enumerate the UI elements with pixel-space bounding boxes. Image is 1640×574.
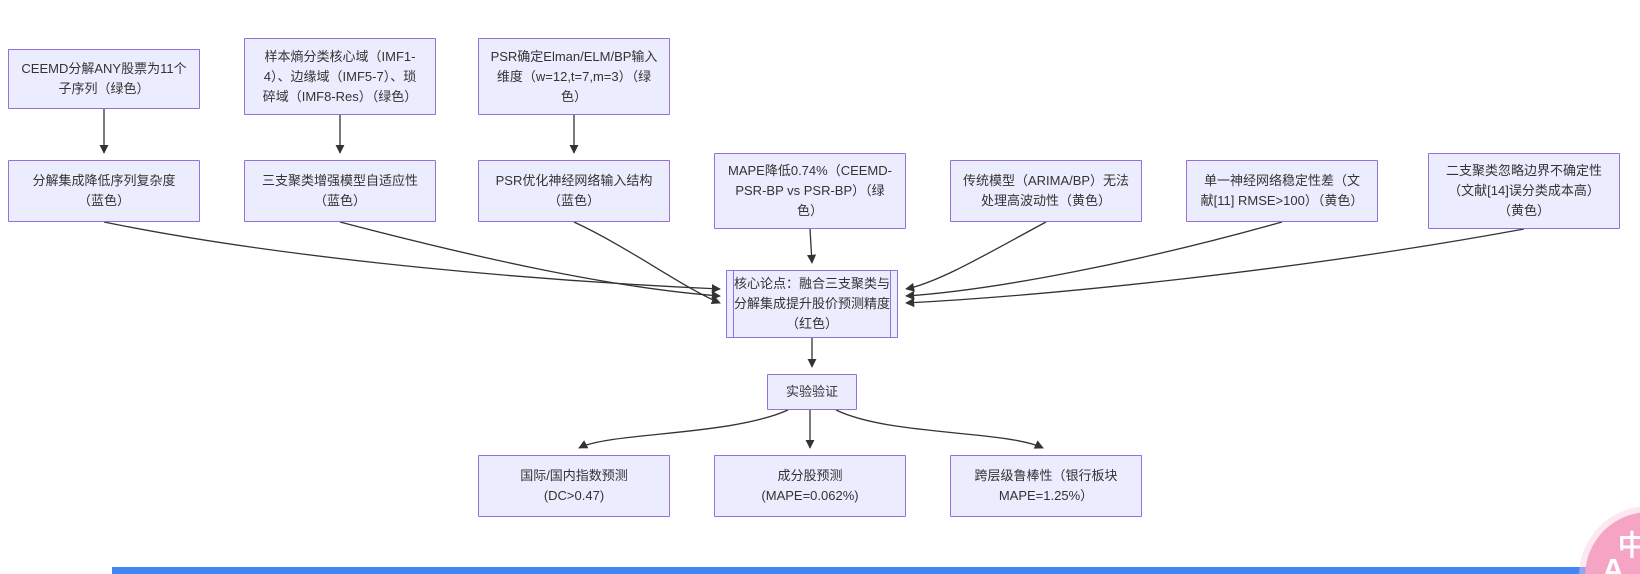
node-psr-input-dim: PSR确定Elman/ELM/BP输入 维度（w=12,t=7,m=3）（绿 色… xyxy=(478,38,670,115)
edge-twoway-to-core xyxy=(905,228,1525,308)
edge-experiment-to-index xyxy=(578,409,789,449)
node-index-predict: 国际/国内指数预测 (DC>0.47) xyxy=(478,455,670,517)
node-three-way-benefit: 三支聚类增强模型自适应性 （蓝色） xyxy=(244,160,436,222)
node-decompose-benefit: 分解集成降低序列复杂度 （蓝色） xyxy=(8,160,200,222)
edge-psrbenefit-to-core xyxy=(573,221,721,304)
node-core-thesis: 核心论点：融合三支聚类与 分解集成提升股价预测精度 （红色） xyxy=(726,270,898,338)
edge-mape-to-core xyxy=(806,228,817,264)
edge-singlenn-to-core xyxy=(905,221,1283,300)
edge-experiment-to-robust xyxy=(835,409,1044,449)
translate-zh-glyph: 中 xyxy=(1618,530,1640,561)
node-mape-improve: MAPE降低0.74%（CEEMD- PSR-BP vs PSR-BP）（绿 色… xyxy=(714,153,906,229)
node-ceemd-decompose: CEEMD分解ANY股票为11个 子序列（绿色） xyxy=(8,49,200,109)
node-single-nn-limit: 单一神经网络稳定性差（文 献[11] RMSE>100）（黄色） xyxy=(1186,160,1378,222)
edge-traditional-to-core xyxy=(905,221,1047,292)
bottom-scroll-indicator xyxy=(112,567,1640,574)
node-sample-entropy: 样本熵分类核心域（IMF1- 4）、边缘域（IMF5-7）、琐 碎域（IMF8-… xyxy=(244,38,436,115)
translate-float-button[interactable]: 中 A xyxy=(1585,512,1640,574)
node-experiment: 实验验证 xyxy=(767,374,857,410)
node-traditional-limit: 传统模型（ARIMA/BP）无法 处理高波动性（黄色） xyxy=(950,160,1142,222)
node-two-way-limit: 二支聚类忽略边界不确定性 （文献[14]误分类成本高） （黄色） xyxy=(1428,153,1620,229)
node-component-predict: 成分股预测 (MAPE=0.062%) xyxy=(714,455,906,517)
translate-en-glyph: A xyxy=(1602,552,1625,574)
node-psr-benefit: PSR优化神经网络输入结构 （蓝色） xyxy=(478,160,670,222)
node-robustness: 跨层级鲁棒性（银行板块 MAPE=1.25%） xyxy=(950,455,1142,517)
edge-decompose-to-core xyxy=(103,221,721,294)
edge-threeway-to-core xyxy=(339,221,721,300)
